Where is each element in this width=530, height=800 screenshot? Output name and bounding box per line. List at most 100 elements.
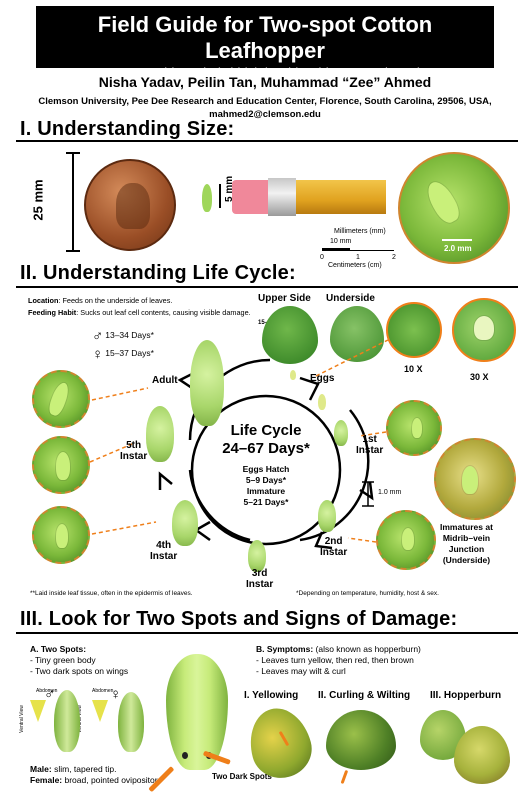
- life-cycle-days: 24–67 Days*: [222, 440, 310, 457]
- ruler-mm-bar: [322, 248, 350, 250]
- location-label: Location: [28, 296, 59, 305]
- female-symbol-icon: ♀: [110, 686, 122, 703]
- eggs-30x: [452, 298, 516, 362]
- male-lifespan: ♂13–34 Days*: [92, 328, 154, 345]
- fifth-instar-closeup: [56, 452, 70, 480]
- immature-days: 5–21 Days*: [243, 497, 289, 507]
- ruler-mm-title: Millimeters (mm): [334, 228, 386, 235]
- ruler-tick: 2: [392, 254, 396, 261]
- male-description: slim, tapered tip.: [51, 764, 117, 774]
- title-banner: Field Guide for Two-spot Cotton Leafhopp…: [36, 6, 494, 80]
- female-lifespan: ♀15–37 Days*: [92, 346, 154, 363]
- damage-stage-curling: II. Curling & Wilting: [318, 690, 411, 701]
- midrib-junction-photo: [434, 438, 516, 520]
- feeding-label: Feeding Habit: [28, 308, 77, 317]
- abdomen-label-female: Abdomen: [92, 688, 114, 694]
- two-spots-title: A. Two Spots:: [30, 644, 87, 654]
- female-leafhopper: [118, 692, 144, 752]
- hopperburn-leaf-2: [454, 726, 510, 784]
- mag-30x-label: 30 X: [470, 372, 489, 382]
- fourth-instar-closeup: [56, 524, 68, 548]
- two-dark-spots-label: Two Dark Spots: [212, 772, 272, 781]
- first-instar-closeup-photo: [386, 400, 442, 456]
- damage-stage-hopperburn: III. Hopperburn: [430, 690, 502, 701]
- abdomen-label-male: Abdomen: [36, 688, 58, 694]
- stage-3rd-instar-label: 3rd Instar: [246, 568, 274, 590]
- location-note: Location: Feeds on the underside of leav…: [28, 296, 172, 305]
- egg-small: [290, 370, 296, 380]
- third-instar-nymph: [248, 540, 266, 572]
- curling-leaf-image: [326, 710, 396, 770]
- symptoms-subtitle: (also known as hopperburn): [313, 644, 421, 654]
- fifth-instar-closeup-photo: [32, 436, 90, 494]
- ruler-cm-title: Centimeters (cm): [328, 262, 382, 269]
- sex-differences: Male: slim, tapered tip. Female: broad, …: [30, 764, 159, 786]
- scale-bar-2mm: [442, 239, 472, 241]
- footnote-conditions: *Depending on temperature, humidity, hos…: [296, 590, 439, 597]
- male-leafhopper: [54, 690, 80, 752]
- adult-leafhopper: [190, 340, 224, 426]
- ruler-cm-bar: [322, 250, 394, 251]
- two-spot-leafhopper-large: [166, 654, 228, 770]
- leaf-underside: [330, 306, 384, 362]
- symptoms-title: B. Symptoms:: [256, 644, 314, 654]
- second-instar-closeup: [402, 528, 414, 550]
- leafhopper-actual-size: [202, 184, 212, 212]
- contact-email: mahmed2@clemson.edu: [209, 109, 321, 120]
- wing-spot-left: [182, 752, 188, 759]
- affiliation-line: Clemson University, Pee Dee Research and…: [38, 96, 492, 107]
- pencil-body: [296, 180, 386, 214]
- affiliation: Clemson University, Pee Dee Research and…: [10, 95, 520, 121]
- second-instar-closeup-photo: [376, 510, 436, 570]
- ruler-mm-value: 10 mm: [330, 238, 352, 245]
- stage-adult-label: Adult: [152, 375, 178, 386]
- ruler-tick: 0: [320, 254, 324, 261]
- upper-side-label: Upper Side: [258, 293, 311, 304]
- scale-label-2mm: 2.0 mm: [444, 244, 472, 253]
- immatures-at-midrib-label: Immatures at Midrib–vein Junction (Under…: [440, 522, 493, 565]
- eggs-10x: [386, 302, 442, 358]
- page-subtitle: Amrasca biguttula (Ishida) (Typhlocybina…: [36, 64, 494, 82]
- damage-stage-yellowing: I. Yellowing: [244, 690, 299, 701]
- life-cycle-center: Life Cycle 24–67 Days* Eggs Hatch 5–9 Da…: [206, 422, 326, 508]
- fourth-instar-closeup-photo: [32, 506, 90, 564]
- egg-closeup: [474, 316, 494, 340]
- authors: Nisha Yadav, Peilin Tan, Muhammad “Zee” …: [98, 74, 432, 90]
- midrib-nymph-closeup: [462, 466, 478, 494]
- symptom-item: - Leaves may wilt & curl: [256, 666, 346, 676]
- stage-2nd-instar-label: 2nd Instar: [320, 536, 348, 558]
- section1-rule: [16, 140, 518, 142]
- page-title: Field Guide for Two-spot Cotton Leafhopp…: [97, 12, 433, 63]
- male-days: 13–34 Days*: [105, 330, 154, 340]
- ventral-view-label-male: Ventral View: [18, 705, 25, 733]
- female-symbol-icon: ♀: [92, 346, 104, 363]
- taxonomy: (Ishida) (Typhlocybinae: Hemiptera): [215, 65, 422, 80]
- section3-title: III. Look for Two Spots and Signs of Dam…: [20, 608, 458, 630]
- second-instar-nymph: [318, 500, 336, 532]
- two-spots-item: - Two dark spots on wings: [30, 666, 129, 676]
- stage-4th-instar-label: 4th Instar: [150, 540, 178, 562]
- scale-bar-25mm: [66, 152, 80, 252]
- location-text: : Feeds on the underside of leaves.: [58, 296, 173, 305]
- female-label: Female:: [30, 775, 63, 785]
- stage-1st-instar-label: 1st Instar: [356, 434, 384, 456]
- two-spots-block: A. Two Spots: - Tiny green body - Two da…: [30, 644, 128, 677]
- female-description: broad, pointed ovipositor.: [62, 775, 160, 785]
- mag-10x-label: 10 X: [404, 364, 423, 374]
- feeding-note: Feeding Habit: Sucks out leaf cell conte…: [28, 308, 251, 317]
- adult-closeup-photo: [32, 370, 90, 428]
- stage-5th-instar-label: 5th Instar: [120, 440, 148, 462]
- penny-portrait: [116, 183, 150, 229]
- footnote-eggs: **Laid inside leaf tissue, often in the …: [30, 590, 193, 597]
- male-symbol-icon: ♂: [44, 686, 56, 703]
- immature-label: Immature: [246, 486, 286, 496]
- section2-rule: [16, 286, 518, 288]
- symptoms-block: B. Symptoms: (also known as hopperburn) …: [256, 644, 421, 677]
- species-name: Amrasca biguttula: [108, 65, 213, 80]
- scale-label-1mm: 1.0 mm: [378, 489, 402, 496]
- leaf-upper-side: [262, 306, 318, 364]
- section3-rule: [16, 632, 518, 634]
- section2-title: II. Understanding Life Cycle:: [20, 262, 296, 284]
- eggs-hatch-label: Eggs Hatch: [242, 464, 290, 474]
- first-instar-nymph: [334, 420, 348, 446]
